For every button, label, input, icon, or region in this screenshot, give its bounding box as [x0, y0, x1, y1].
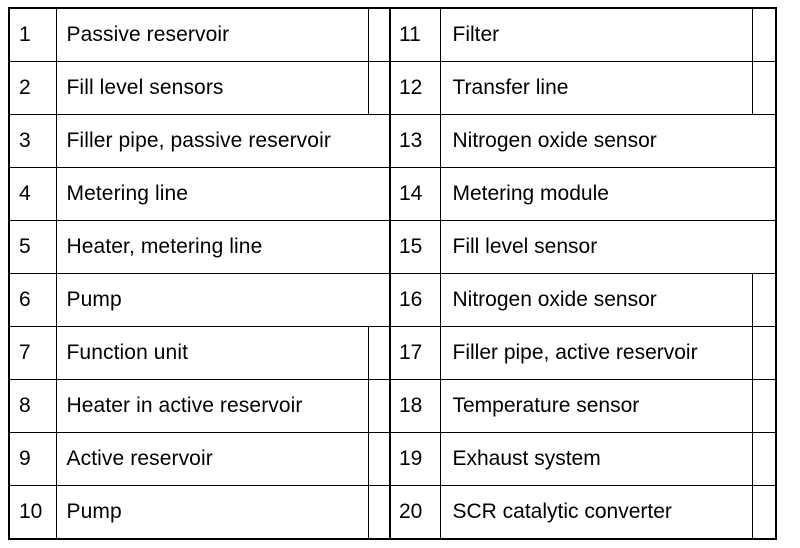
empty-cell [367, 379, 391, 433]
item-number: 4 [8, 167, 57, 221]
empty-cell [751, 7, 777, 62]
empty-cell [751, 273, 777, 327]
empty-cell [751, 326, 777, 380]
item-number: 16 [389, 273, 441, 327]
item-label: Exhaust system [439, 432, 753, 486]
item-label: Passive reservoir [55, 7, 369, 62]
empty-cell [367, 61, 391, 115]
item-label: Nitrogen oxide sensor [439, 114, 777, 168]
item-number: 15 [389, 220, 441, 274]
empty-cell [367, 7, 391, 62]
item-number: 1 [8, 7, 57, 62]
empty-cell [751, 379, 777, 433]
empty-cell [751, 432, 777, 486]
item-number: 18 [389, 379, 441, 433]
item-label: Fill level sensor [439, 220, 777, 274]
item-number: 11 [389, 7, 441, 62]
item-number: 8 [8, 379, 57, 433]
empty-cell [367, 432, 391, 486]
item-label: Fill level sensors [55, 61, 369, 115]
item-label: Transfer line [439, 61, 753, 115]
item-label: Filter [439, 7, 753, 62]
item-label: SCR catalytic converter [439, 485, 753, 540]
item-number: 9 [8, 432, 57, 486]
empty-cell [367, 485, 391, 540]
empty-cell [751, 485, 777, 540]
item-label: Filler pipe, passive reservoir [55, 114, 391, 168]
item-label: Function unit [55, 326, 369, 380]
item-label: Temperature sensor [439, 379, 753, 433]
empty-cell [367, 326, 391, 380]
item-label: Pump [55, 273, 391, 327]
item-number: 3 [8, 114, 57, 168]
item-number: 10 [8, 485, 57, 540]
item-number: 14 [389, 167, 441, 221]
item-label: Pump [55, 485, 369, 540]
item-label: Heater in active reservoir [55, 379, 369, 433]
item-number: 6 [8, 273, 57, 327]
item-label: Metering module [439, 167, 777, 221]
item-number: 2 [8, 61, 57, 115]
item-number: 20 [389, 485, 441, 540]
item-number: 13 [389, 114, 441, 168]
item-label: Filler pipe, active reservoir [439, 326, 753, 380]
item-label: Metering line [55, 167, 391, 221]
item-number: 12 [389, 61, 441, 115]
empty-cell [751, 61, 777, 115]
item-number: 7 [8, 326, 57, 380]
item-number: 17 [389, 326, 441, 380]
item-number: 5 [8, 220, 57, 274]
item-number: 19 [389, 432, 441, 486]
item-label: Active reservoir [55, 432, 369, 486]
item-label: Nitrogen oxide sensor [439, 273, 753, 327]
item-label: Heater, metering line [55, 220, 391, 274]
